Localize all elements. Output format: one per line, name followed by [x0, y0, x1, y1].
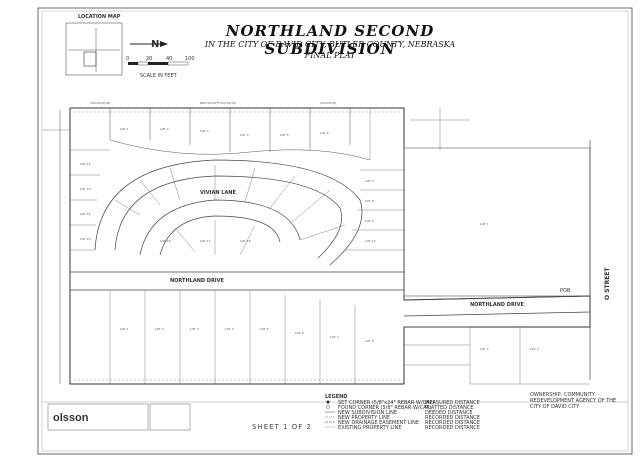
- street-vivian-lane: VIVIAN LANE: [200, 190, 236, 196]
- svg-text:150.00'(P)(M): 150.00'(P)(M): [90, 101, 110, 105]
- svg-text:LOT 10: LOT 10: [365, 239, 376, 243]
- svg-text:LOT 6: LOT 6: [295, 331, 304, 335]
- agency-note: OWNERSHIP: COMMUNITY REDEVELOPMENT AGENC…: [530, 392, 617, 410]
- svg-text:LOT 3: LOT 3: [530, 347, 539, 351]
- scale-label: SCALE IN FEET: [140, 73, 177, 79]
- svg-text:LOT 1: LOT 1: [120, 327, 129, 331]
- plat-subtitle: IN THE CITY OF DAVID CITY, BUTLER COUNTY…: [204, 40, 456, 49]
- street-northland-drive: NORTHLAND DRIVE: [170, 278, 224, 284]
- legend-item: SET CORNER (5/8"x24" REBAR W/CAP): [338, 400, 435, 406]
- svg-text:LOT 15: LOT 15: [80, 237, 91, 241]
- plat-title: NORTHLAND SECOND SUBDIVISION: [225, 22, 435, 58]
- svg-text:LOT 2: LOT 2: [160, 127, 169, 131]
- svg-text:LOT 4: LOT 4: [225, 327, 234, 331]
- svg-text:LOT 17: LOT 17: [200, 239, 211, 243]
- legend-right-item: RECORDED DISTANCE: [425, 420, 480, 426]
- svg-text:LOT 4: LOT 4: [240, 133, 249, 137]
- legend-right-item: PLATTED DISTANCE: [425, 405, 474, 411]
- legend-item: FOUND CORNER (5/8" REBAR W/CAP): [338, 405, 432, 411]
- legend-right-item: RECORDED DISTANCE: [425, 415, 480, 421]
- legend-right-item: MEASURED DISTANCE: [425, 400, 480, 406]
- legend-item: NEW DRAINAGE EASEMENT LINE: [338, 420, 420, 426]
- scale-tick-100: 100: [185, 56, 195, 62]
- scale-tick-20: 20: [146, 56, 153, 62]
- svg-text:LOT 12: LOT 12: [80, 162, 91, 166]
- svg-text:LOT 18: LOT 18: [240, 239, 251, 243]
- scale-tick-0: 0: [126, 56, 130, 62]
- svg-text:LOT 6: LOT 6: [320, 131, 329, 135]
- svg-text:LOT 3: LOT 3: [190, 327, 199, 331]
- legend-item: EXISTING PROPERTY LINE: [338, 425, 402, 431]
- scale-tick-40: 40: [166, 56, 173, 62]
- firm-logo: olsson: [53, 412, 89, 424]
- svg-text:LOT 13: LOT 13: [80, 187, 91, 191]
- svg-text:LOT 2: LOT 2: [155, 327, 164, 331]
- north-label: N: [151, 39, 160, 50]
- svg-text:LOT 8: LOT 8: [365, 339, 374, 343]
- svg-text:150.00'(M): 150.00'(M): [320, 101, 336, 105]
- sheet-number: SHEET 1 OF 2: [252, 423, 312, 431]
- legend-item: NEW PROPERTY LINE: [338, 415, 390, 421]
- street-northland-drive-east: NORTHLAND DRIVE: [470, 302, 524, 308]
- svg-text:LOT 16: LOT 16: [160, 239, 171, 243]
- north-arrow-icon: [160, 41, 168, 47]
- svg-text:LOT 3: LOT 3: [200, 129, 209, 133]
- location-map-box: [65, 22, 123, 76]
- svg-text:LOT 5: LOT 5: [260, 327, 269, 331]
- legend-item: NEW SUBDIVISION LINE: [338, 410, 397, 416]
- svg-text:LOT 14: LOT 14: [80, 212, 91, 216]
- legend-right-item: DEEDED DISTANCE: [425, 410, 473, 416]
- legend-title: LEGEND: [325, 394, 348, 400]
- location-map-label: LOCATION MAP: [78, 14, 121, 20]
- svg-text:LOT 1: LOT 1: [120, 127, 129, 131]
- svg-text:LOT 2: LOT 2: [480, 347, 489, 351]
- pob-label: POB: [560, 288, 571, 294]
- street-o-street: O STREET: [604, 267, 611, 300]
- svg-text:LOT 8: LOT 8: [365, 199, 374, 203]
- svg-text:N00°00'00"E 510.00'(P): N00°00'00"E 510.00'(P): [200, 101, 236, 105]
- svg-text:LOT 7: LOT 7: [365, 179, 374, 183]
- svg-text:LOT 7: LOT 7: [330, 335, 339, 339]
- svg-text:LOT 9: LOT 9: [365, 219, 374, 223]
- plat-subtitle-2: FINAL PLAT: [304, 51, 356, 60]
- svg-text:LOT 5: LOT 5: [280, 133, 289, 137]
- legend-right-item: RECORDED DISTANCE: [425, 425, 480, 431]
- svg-text:LOT 1: LOT 1: [480, 222, 489, 226]
